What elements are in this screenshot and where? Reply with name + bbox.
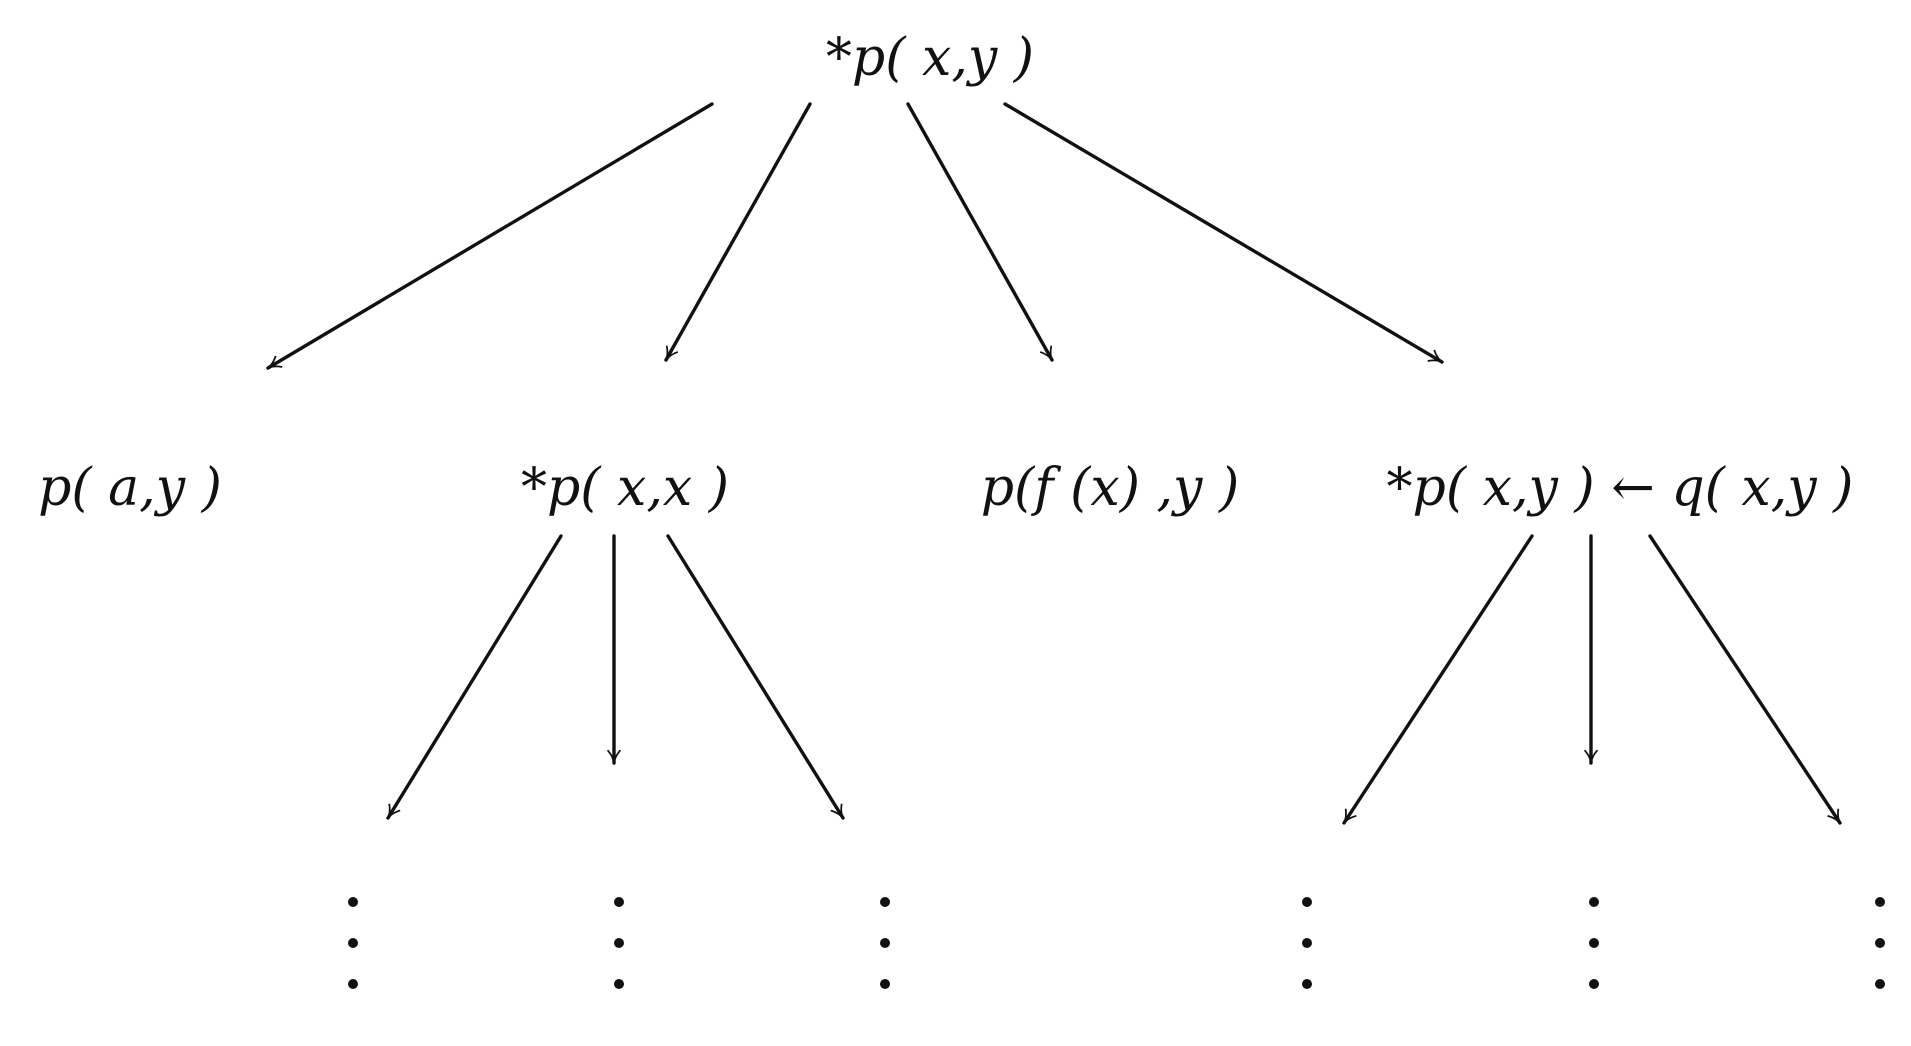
continuation-ellipsis-4 [1302,897,1312,989]
child-node-label-4: *p( x,y ) ← q( x,y ) [1387,458,1854,518]
edge-child2-right [666,534,845,820]
continuation-ellipsis-2 [614,897,624,989]
child-node-label-3: p(f (x) ,y ) [981,458,1240,518]
edge-child4-left [1342,534,1534,825]
edge-child2-left [386,534,563,820]
child-node-label-2: *p( x,x ) [521,458,729,518]
child-node-label-1: p( a,y ) [38,458,222,518]
edge-child4-right [1648,534,1842,825]
continuation-ellipsis-5 [1589,897,1599,989]
continuation-ellipsis-1 [348,897,358,989]
edge-root-to-child-1 [266,102,714,370]
continuation-ellipsis-6 [1875,897,1885,989]
edge-root-to-child-3 [906,102,1054,362]
edge-root-to-child-4 [1003,102,1444,364]
continuation-ellipsis-3 [880,897,890,989]
root-node-label: *p( x,y ) [826,28,1034,88]
edge-root-to-child-2 [664,102,812,362]
